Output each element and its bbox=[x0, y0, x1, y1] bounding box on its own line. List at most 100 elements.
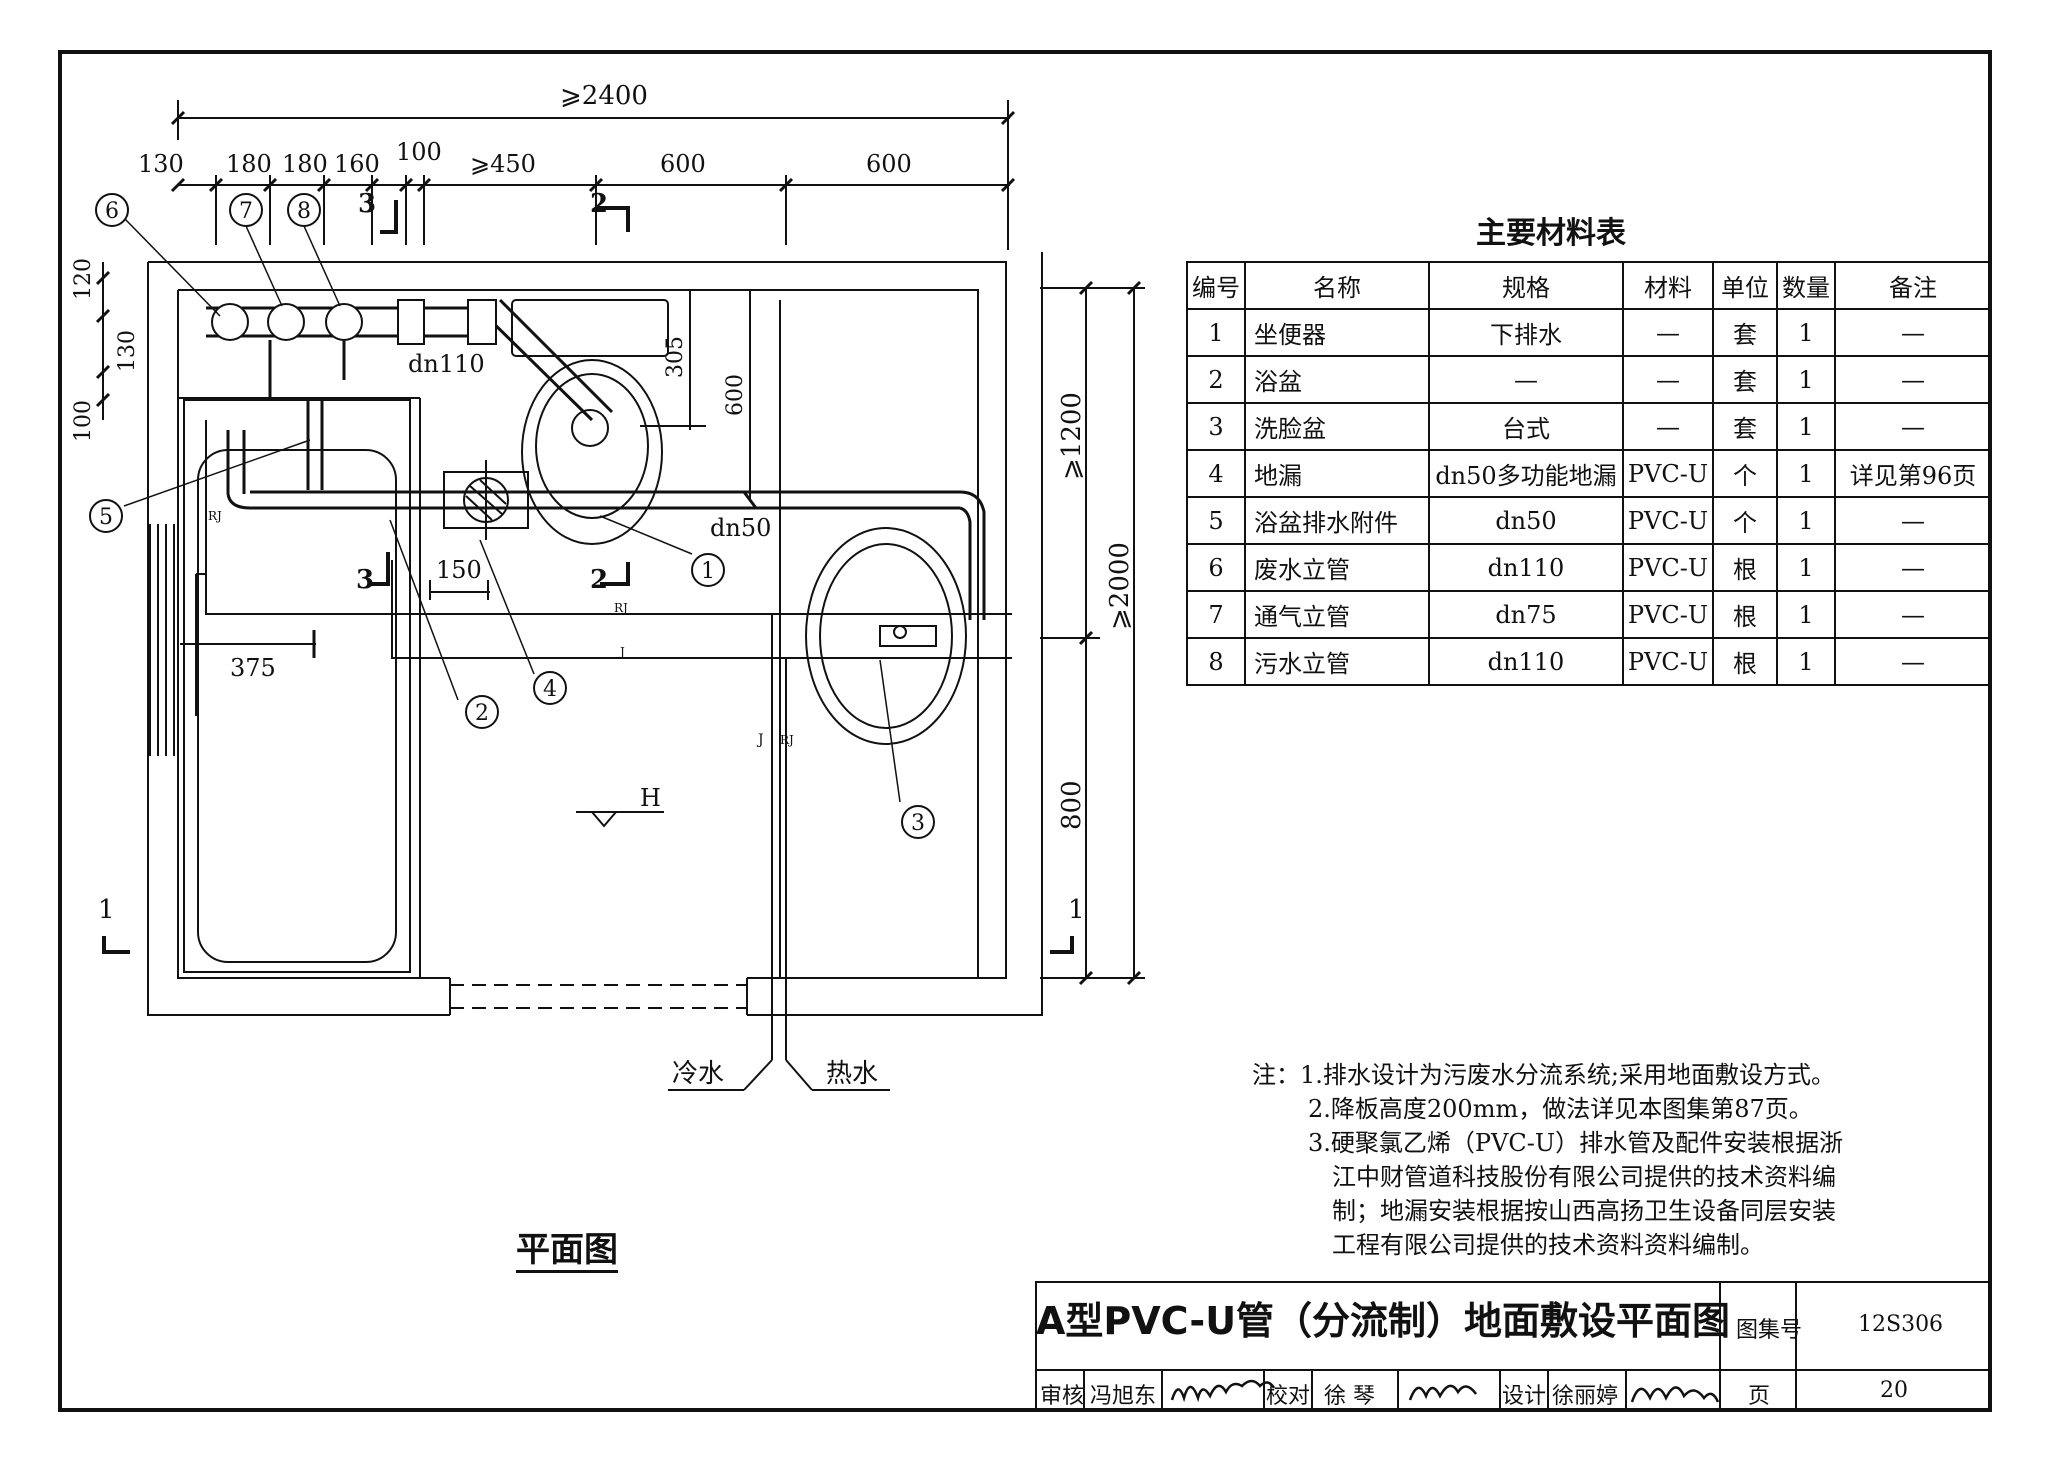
table-cell: 根 bbox=[1712, 637, 1778, 686]
toilet bbox=[511, 290, 706, 545]
label-rj-left: RJ bbox=[208, 509, 222, 523]
table-cell: PVC-U bbox=[1622, 637, 1714, 686]
table-cell: 根 bbox=[1712, 590, 1778, 639]
atlas-label: 图集号 bbox=[1736, 1318, 1803, 1343]
callout-1: 1 bbox=[701, 559, 715, 584]
table-cell: — bbox=[1834, 308, 1992, 357]
table-cell: — bbox=[1834, 402, 1992, 451]
table-cell: 4 bbox=[1186, 449, 1246, 498]
table-cell: 1 bbox=[1776, 355, 1836, 404]
table-cell: — bbox=[1834, 496, 1992, 545]
table-cell: dn50多功能地漏 bbox=[1428, 449, 1624, 498]
table-cell: dn50 bbox=[1428, 496, 1624, 545]
table-cell: 套 bbox=[1712, 355, 1778, 404]
dim-150: 150 bbox=[436, 556, 482, 584]
dim-left-100: 100 bbox=[71, 400, 96, 442]
section-2-top: 2 bbox=[590, 189, 608, 219]
table-cell: PVC-U bbox=[1622, 543, 1714, 592]
table-cell: 1 bbox=[1776, 637, 1836, 686]
table-cell: 1 bbox=[1186, 308, 1246, 357]
drawing-title: A型PVC-U管（分流制）地面敷设平面图 bbox=[1036, 1299, 1731, 1343]
title-block-grid bbox=[1035, 1281, 1991, 1411]
table-cell: — bbox=[1834, 590, 1992, 639]
window bbox=[149, 524, 175, 756]
table-cell: — bbox=[1834, 355, 1992, 404]
table-cell: dn75 bbox=[1428, 590, 1624, 639]
table-cell: PVC-U bbox=[1622, 590, 1714, 639]
note-1: 1.排水设计为污废水分流系统;采用地面敷设方式。 bbox=[1300, 1061, 1835, 1089]
label-rj-vert: RJ bbox=[780, 733, 794, 747]
signatures bbox=[1170, 1379, 1720, 1403]
callout-circles bbox=[89, 193, 935, 839]
material-table-title: 主要材料表 bbox=[1476, 216, 1626, 251]
note-3c: 制；地漏安装根据按山西高扬卫生设备同层安装 bbox=[1332, 1197, 1836, 1225]
section-1-left: 1 bbox=[98, 895, 115, 925]
table-cell: 坐便器 bbox=[1244, 308, 1430, 357]
col-remark: 备注 bbox=[1834, 261, 1992, 310]
section-2-mid: 2 bbox=[590, 565, 608, 595]
table-cell: 6 bbox=[1186, 543, 1246, 592]
top-dimensions bbox=[170, 100, 1016, 250]
label-j-mid: J bbox=[618, 645, 625, 659]
small-dims bbox=[180, 580, 490, 658]
dim-left-120: 120 bbox=[71, 258, 96, 300]
label-hot-water: 热水 bbox=[826, 1059, 878, 1089]
col-material: 材料 bbox=[1622, 261, 1714, 310]
dim-180a: 180 bbox=[226, 150, 272, 178]
callout-8: 8 bbox=[297, 199, 311, 224]
table-cell: — bbox=[1622, 308, 1714, 357]
check-label: 校对 bbox=[1266, 1384, 1311, 1409]
notes: 注：1.排水设计为污废水分流系统;采用地面敷设方式。 2.降板高度200mm，做… bbox=[1252, 1058, 1843, 1262]
table-cell: 1 bbox=[1776, 496, 1836, 545]
notes-prefix: 注： bbox=[1252, 1061, 1300, 1089]
dim-overall-width: ⩾2400 bbox=[560, 81, 648, 111]
label-j-vert: J bbox=[756, 732, 764, 748]
dim-right-1200: ⩾1200 bbox=[1057, 392, 1087, 480]
callout-2: 2 bbox=[475, 701, 489, 726]
callout-5: 5 bbox=[99, 505, 113, 530]
label-dn110: dn110 bbox=[408, 350, 485, 378]
left-dimensions bbox=[95, 262, 111, 420]
washbasin bbox=[805, 527, 967, 745]
table-cell: 详见第96页 bbox=[1834, 449, 1992, 498]
stacks bbox=[211, 299, 497, 345]
dim-right-2000: ⩾2000 bbox=[1105, 542, 1135, 630]
table-cell: PVC-U bbox=[1622, 449, 1714, 498]
table-cell: 污水立管 bbox=[1244, 637, 1430, 686]
table-cell: 通气立管 bbox=[1244, 590, 1430, 639]
table-cell: 1 bbox=[1776, 402, 1836, 451]
dim-600b: 600 bbox=[866, 150, 912, 178]
callout-4: 4 bbox=[543, 677, 557, 702]
note-3d: 工程有限公司提供的技术资料资料编制。 bbox=[1332, 1231, 1764, 1259]
table-cell: 下排水 bbox=[1428, 308, 1624, 357]
room-walls bbox=[147, 252, 1043, 1016]
table-cell: 台式 bbox=[1428, 402, 1624, 451]
table-cell: 个 bbox=[1712, 496, 1778, 545]
material-table-header: 编号 名称 规格 材料 单位 数量 备注 bbox=[1186, 261, 1992, 310]
cleanout bbox=[397, 299, 425, 345]
dim-305: 305 bbox=[663, 336, 688, 378]
callout-6: 6 bbox=[105, 199, 119, 224]
label-h: H bbox=[640, 784, 661, 812]
sheet-border bbox=[58, 50, 1992, 1412]
label-rj-mid: RJ bbox=[614, 601, 628, 615]
table-cell: 地漏 bbox=[1244, 449, 1430, 498]
note-3a: 3.硬聚氯乙烯（PVC-U）排水管及配件安装根据浙 bbox=[1308, 1129, 1844, 1157]
dim-375: 375 bbox=[230, 654, 276, 682]
plan-title: 平面图 bbox=[516, 1230, 618, 1273]
review-label: 审核 bbox=[1040, 1384, 1085, 1409]
table-cell: 套 bbox=[1712, 308, 1778, 357]
reviewer-name: 冯旭东 bbox=[1090, 1384, 1157, 1409]
waste-stack bbox=[211, 303, 249, 341]
col-name: 名称 bbox=[1244, 261, 1430, 310]
table-cell: 8 bbox=[1186, 637, 1246, 686]
